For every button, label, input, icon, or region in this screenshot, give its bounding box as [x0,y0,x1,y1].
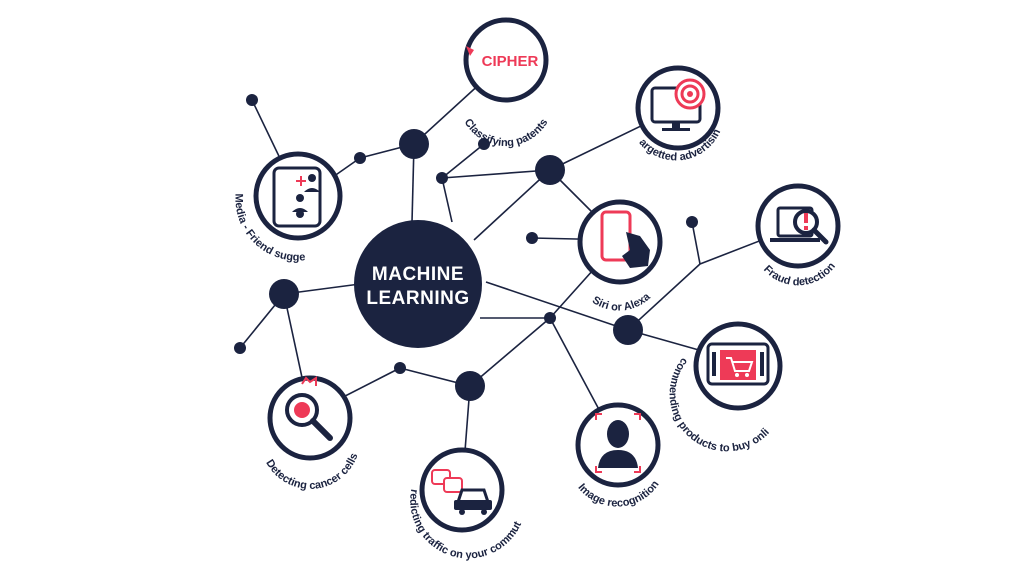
node-siri-alexa: Siri or Alexa [577,199,663,314]
node-social-media: Social Media - Friend suggestions [0,0,343,264]
svg-text:Social Media - Friend suggesti: Social Media - Friend suggestions [0,0,306,264]
laptop-cart-icon [706,342,770,386]
phone-hand-icon [600,210,650,268]
svg-text:Classifying patents: Classifying patents [462,117,551,149]
center-node: MACHINE LEARNING [354,220,482,348]
face-scan-icon [595,413,641,473]
cars-traffic-icon [431,469,492,515]
cipher-logo-text: CIPHER [482,53,539,70]
svg-text:Siri or Alexa: Siri or Alexa [590,290,653,313]
node-image-recognition: Image recognition [575,402,662,510]
node-fraud-detection: Fraud detection [755,183,841,288]
label-social-media: Social Media - Friend suggestions [0,0,306,264]
magnifier-cell-icon [285,376,333,441]
node-classifying-patents: CIPHER Classifying patents [462,17,551,149]
junction-dots [234,94,698,401]
label-classifying-patents: Classifying patents [462,117,551,149]
monitor-target-icon [650,78,706,131]
phone-people-icon [272,166,322,228]
center-line-2: LEARNING [366,288,469,309]
laptop-magnifier-alert-icon [770,206,829,245]
center-line-1: MACHINE [372,264,464,285]
label-siri-alexa: Siri or Alexa [590,290,653,313]
cipher-logo-icon: CIPHER [466,46,538,70]
